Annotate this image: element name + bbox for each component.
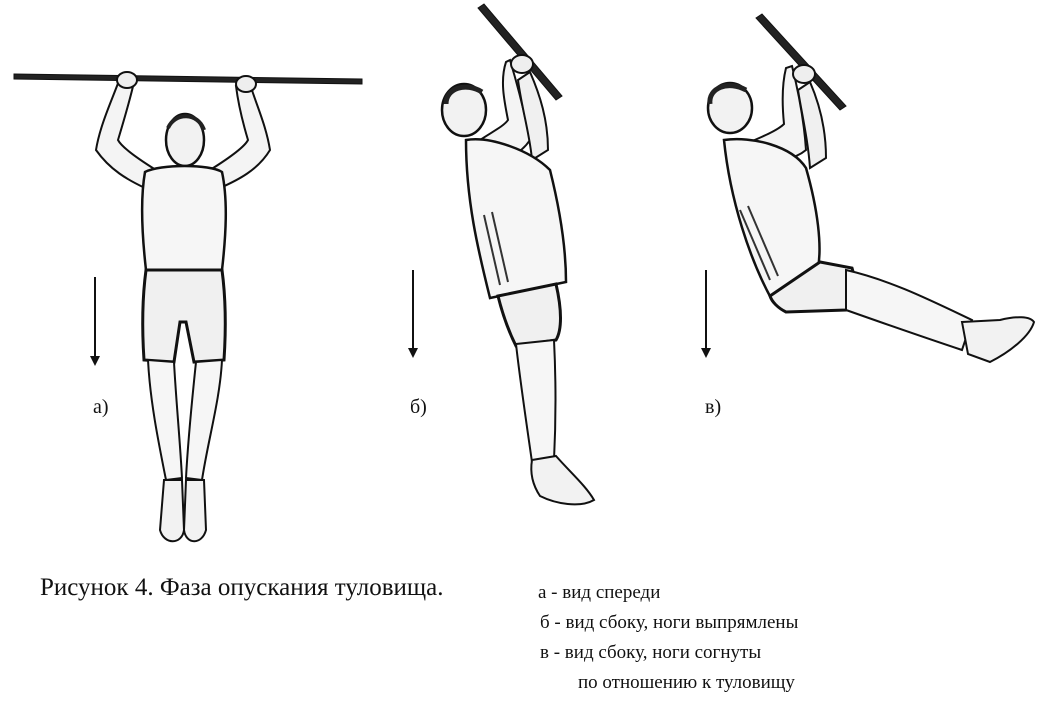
feet-b (531, 456, 594, 504)
shorts-b (498, 284, 561, 346)
torso-v (724, 139, 820, 300)
head-b (442, 84, 486, 136)
caption-line-a: а - вид спереди (538, 582, 661, 603)
panel-a-illustration (14, 72, 362, 541)
feet-v (962, 317, 1034, 362)
left-leg-a (148, 360, 182, 480)
legs-v (846, 270, 972, 350)
hands-v (793, 65, 815, 83)
right-leg-a (186, 360, 222, 480)
exercise-figure (0, 0, 1063, 560)
right-foot-a (184, 480, 206, 541)
panel-label-a: а) (93, 396, 109, 418)
panel-b-illustration (408, 4, 594, 504)
left-hand-a (117, 72, 137, 88)
panel-label-v: в) (705, 396, 722, 418)
caption-title: Рисунок 4. Фаза опускания туловища. (40, 574, 444, 601)
hands-b (511, 55, 533, 73)
right-hand-a (236, 76, 256, 92)
caption-line-b: б - вид сбоку, ноги выпрямлены (540, 612, 799, 633)
caption-line-v-cont: по отношению к туловищу (578, 672, 795, 693)
shorts-a (143, 270, 226, 362)
panel-label-b: б) (410, 396, 427, 418)
torso-a (142, 166, 226, 270)
left-foot-a (160, 480, 184, 541)
arrowhead-v (701, 348, 711, 358)
legs-b (516, 340, 556, 462)
torso-b (466, 139, 566, 298)
arrowhead-b (408, 348, 418, 358)
panel-v-illustration (701, 14, 1034, 362)
arrowhead-a (90, 356, 100, 366)
caption-line-v: в - вид сбоку, ноги согнуты (540, 642, 762, 663)
pullup-bar-a (14, 74, 362, 84)
